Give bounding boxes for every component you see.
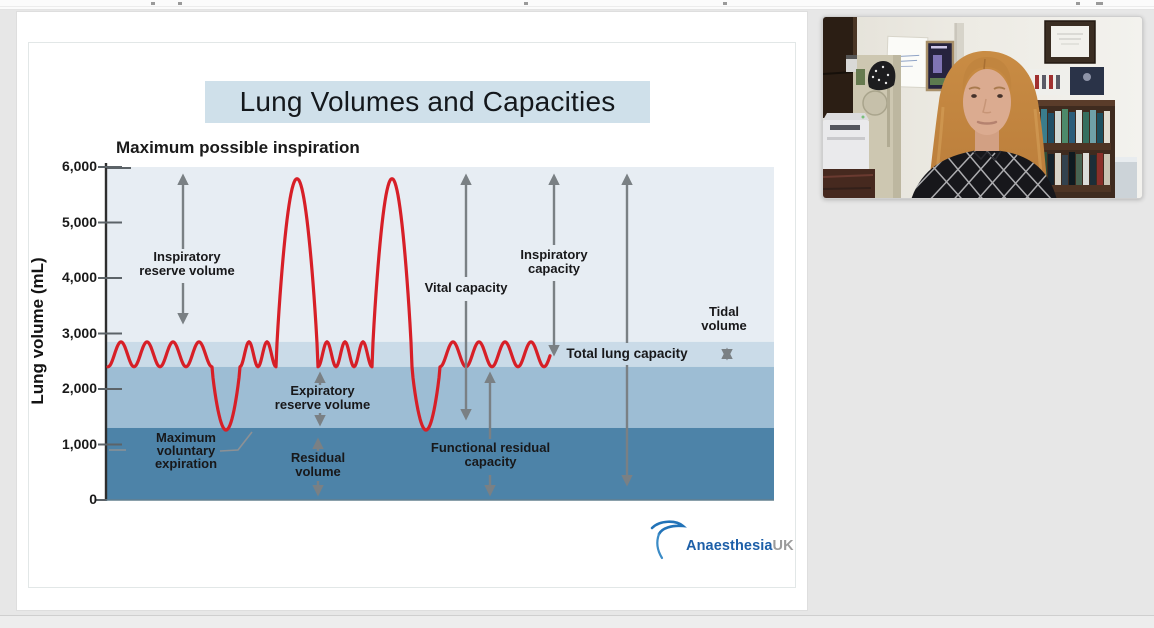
presenter <box>911 50 1057 198</box>
printer <box>823 113 869 170</box>
left-eye <box>971 94 977 98</box>
wall-poster <box>925 40 955 92</box>
webcam-illustration <box>823 17 1142 198</box>
nose <box>982 98 992 114</box>
slide-page <box>17 12 807 610</box>
speckled-bag <box>867 61 896 91</box>
face <box>963 69 1011 135</box>
bottom-track <box>0 615 1154 628</box>
mouth <box>976 120 998 125</box>
certificate-frame <box>1044 20 1096 64</box>
hair-front <box>962 57 1012 93</box>
slide-canvas <box>28 42 796 588</box>
presenter-webcam[interactable] <box>822 16 1143 199</box>
chair-corner <box>1115 157 1137 198</box>
desk-surface <box>823 169 875 198</box>
top-crop-artifact <box>0 0 1154 10</box>
plaid-top <box>911 151 1057 198</box>
green-can <box>856 69 865 85</box>
right-eye <box>997 94 1003 98</box>
neckline <box>972 150 1002 162</box>
cup <box>846 55 857 72</box>
